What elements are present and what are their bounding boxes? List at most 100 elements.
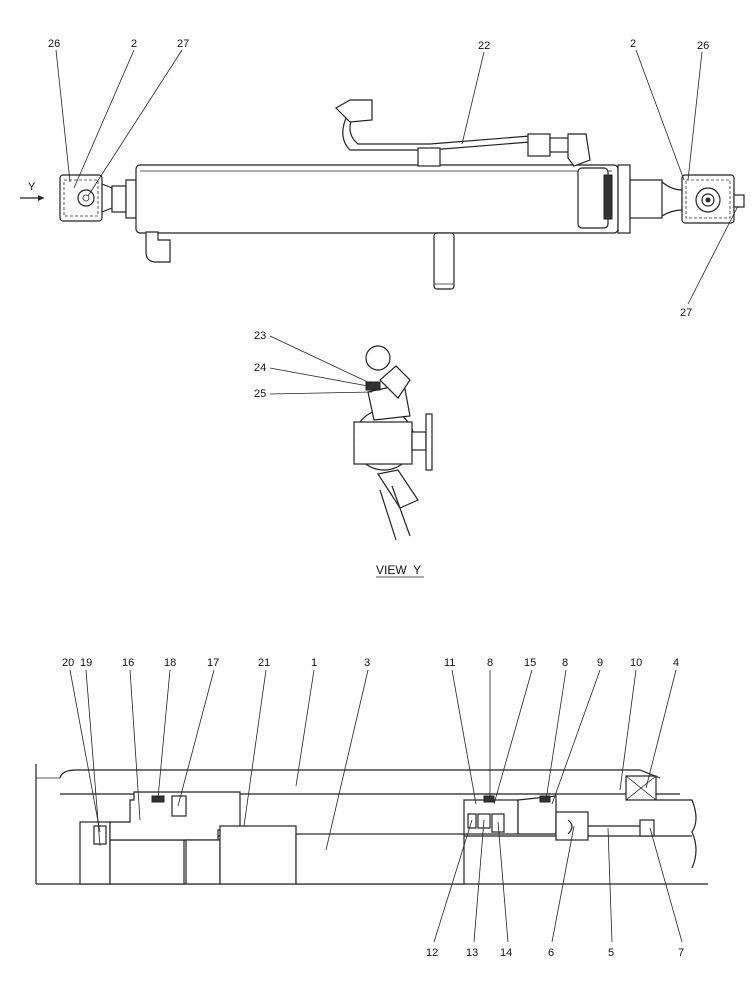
section-view-callouts: 20 19 16 18 17 21 1 3 11 8 15 8 9 10 4 1…	[62, 657, 684, 959]
callout-15: 15	[524, 657, 536, 669]
rod-end-cover	[629, 179, 663, 219]
callout-13: 13	[466, 947, 478, 959]
end-view-elbow	[379, 365, 411, 399]
leader-20	[69, 669, 101, 833]
callout-11: 11	[444, 657, 455, 669]
left-gland-collar	[111, 185, 127, 213]
pipe-adapter	[549, 137, 571, 153]
leader-7	[649, 827, 683, 943]
center-drain-port	[433, 232, 455, 290]
callout-9: 9	[597, 657, 603, 669]
pipe-clamp	[417, 147, 441, 167]
lower-port-fitting	[145, 231, 171, 263]
callout-4: 4	[673, 657, 679, 669]
part-4-cross-b	[625, 775, 657, 801]
end-view-head-block	[353, 421, 413, 465]
left-clevis-bearing-outline	[63, 179, 99, 217]
leader-4	[645, 669, 677, 789]
right-head-flange	[617, 164, 631, 234]
leader-27-left	[87, 49, 183, 197]
callout-21: 21	[258, 657, 270, 669]
callout-10: 10	[630, 657, 642, 669]
leader-3	[325, 669, 369, 851]
part-8-oring-b	[539, 795, 551, 803]
callout-8-b: 8	[562, 657, 568, 669]
callout-2-right: 2	[630, 38, 636, 50]
top-view-callouts: 26 2 27 22 2 26 27	[48, 38, 709, 319]
leader-17	[177, 669, 215, 807]
right-rod-eye-bearing-outline	[685, 179, 731, 219]
end-view-side-plate	[425, 413, 433, 471]
part-17-wear-ring	[171, 795, 187, 817]
part-6-bushing-detail	[567, 819, 573, 835]
view-y-caption: VIEW Y	[376, 563, 421, 577]
callout-18: 18	[164, 657, 176, 669]
part-8-oring-a	[483, 795, 495, 803]
callout-23: 23	[254, 330, 266, 342]
leader-2-right	[635, 49, 685, 181]
leader-11	[451, 669, 477, 805]
leader-12	[433, 819, 473, 943]
left-grease-fitting	[82, 194, 90, 202]
callout-27-left: 27	[177, 38, 189, 50]
left-end-flange	[125, 179, 137, 219]
callout-2-left: 2	[131, 38, 137, 50]
rod-end-neck	[661, 181, 683, 217]
end-view-oring-24	[365, 381, 381, 391]
leader-18	[157, 669, 171, 799]
callout-19: 19	[80, 657, 92, 669]
right-port-plate	[603, 174, 613, 220]
left-pin-bore	[77, 189, 95, 207]
end-view-side-boss	[411, 431, 427, 451]
callout-25: 25	[254, 388, 266, 400]
leader-14	[497, 821, 509, 943]
leader-19	[85, 669, 101, 847]
leader-13	[473, 819, 485, 943]
leader-21	[243, 669, 267, 827]
end-view-lower-port	[377, 469, 419, 509]
callout-12: 12	[426, 947, 438, 959]
pipe-union-nut	[527, 133, 551, 157]
callout-3: 3	[364, 657, 370, 669]
leader-1	[295, 669, 315, 787]
callout-24: 24	[254, 362, 266, 374]
end-view-lower-pipe	[379, 485, 411, 541]
piston-spacer	[185, 839, 221, 885]
leader-8-b	[545, 669, 567, 801]
leader-23	[269, 335, 373, 385]
right-grease-fitting	[733, 194, 745, 208]
rod-break-line	[656, 799, 697, 869]
leader-22	[461, 51, 485, 145]
callout-22: 22	[478, 40, 490, 52]
callout-16: 16	[122, 657, 134, 669]
top-view-leaders	[55, 49, 739, 305]
part-3-rod	[295, 833, 465, 885]
leader-2-left	[73, 49, 135, 189]
leader-10	[619, 669, 637, 791]
callout-8-a: 8	[487, 657, 493, 669]
leader-25	[269, 391, 373, 395]
callout-6: 6	[548, 947, 554, 959]
right-pin-bore-inner	[701, 193, 715, 207]
right-pin-bore	[695, 187, 721, 213]
part-7-wiper	[639, 819, 655, 837]
callout-7: 7	[678, 947, 684, 959]
pipe-elbow-fitting	[335, 99, 373, 123]
callout-20: 20	[62, 657, 74, 669]
callout-1: 1	[311, 657, 317, 669]
end-view-y: 23 24 25 VIEW Y	[254, 330, 433, 578]
leader-24	[269, 367, 369, 387]
section-view-leaders	[69, 669, 683, 943]
hydraulic-pipe-lower	[349, 117, 531, 145]
left-clevis-head	[59, 174, 103, 222]
callout-17: 17	[207, 657, 219, 669]
left-clevis-neck	[101, 183, 113, 213]
callout-5: 5	[608, 947, 614, 959]
view-direction-label: Y	[28, 181, 36, 193]
callout-27-right: 27	[680, 307, 692, 319]
leader-6	[551, 825, 575, 943]
leader-15	[493, 669, 533, 805]
part-16-piston-lower	[109, 839, 185, 885]
end-view-pipe-cap	[365, 345, 391, 371]
